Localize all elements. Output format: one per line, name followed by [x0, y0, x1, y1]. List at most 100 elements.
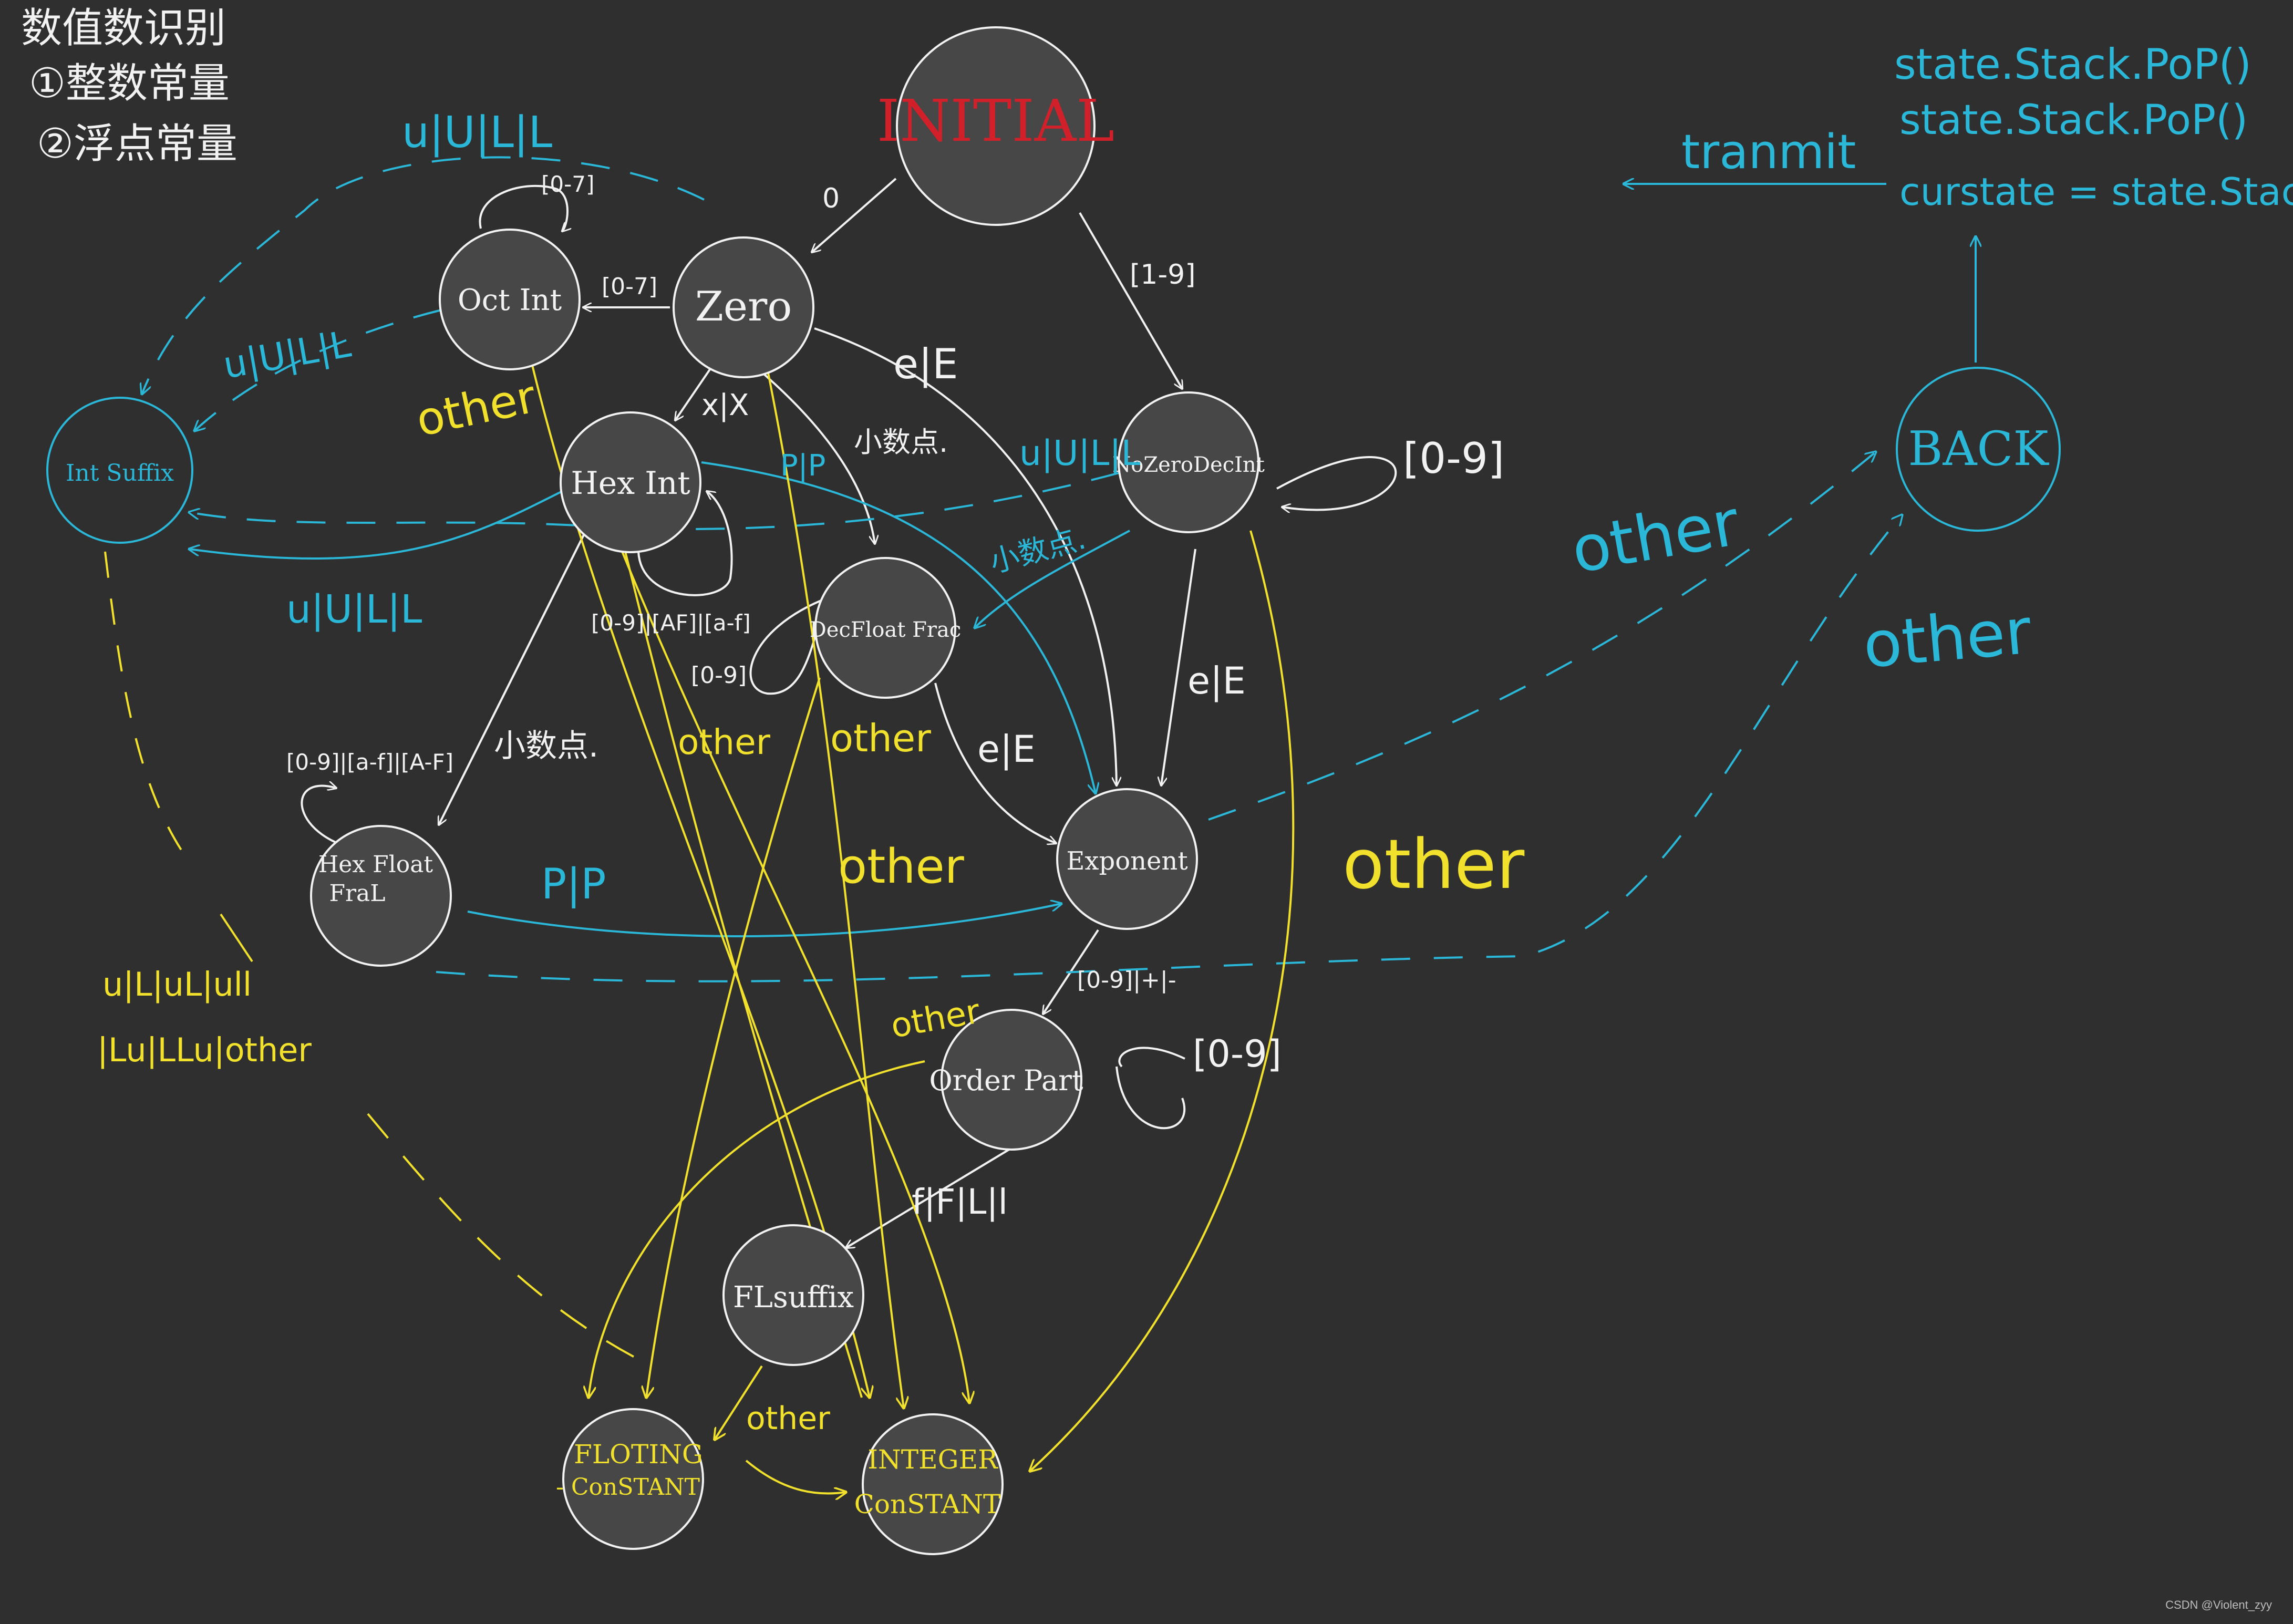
cyan-edges	[142, 156, 1976, 982]
notes-float: ②浮点常量	[37, 120, 237, 168]
label-other-back-1: other	[1566, 487, 1745, 588]
edge-zero-integer	[766, 367, 904, 1408]
integer-constant-label-2: ConSTANT	[854, 1489, 1001, 1519]
label-other-mid: other	[838, 839, 964, 894]
edge-suffix-tick	[220, 913, 253, 963]
stack-op-1: state.Stack.PoP()	[1894, 40, 2251, 89]
edge-hex-self	[637, 491, 733, 596]
label-nozero-dot: 小数点.	[986, 522, 1089, 580]
node-integer-constant[interactable]: INTEGER ConSTANT	[854, 1413, 1004, 1555]
hex-float-frac-circle	[310, 825, 452, 967]
notes-title: 数值数识别	[21, 5, 226, 52]
back-circle	[1896, 367, 2061, 532]
notes-integer: ①整数常量	[29, 60, 230, 107]
oct-int-circle	[439, 229, 581, 370]
edge-nozero-self	[1276, 456, 1397, 510]
label-nozero-self: [0-9]	[1403, 434, 1504, 483]
edge-hex-suffix	[189, 488, 568, 560]
label-dec-frac-self: [0-9]	[691, 662, 747, 689]
white-edge-labels: 0 [1-9] [0-7] [0-7] x|X e|E 小数点. [0-9] e…	[286, 171, 1504, 1222]
stack-op-2: state.Stack.PoP()	[1899, 97, 2248, 144]
label-zero-hex: x|X	[701, 388, 749, 422]
node-fl-suffix[interactable]: FLsuffix	[722, 1224, 864, 1366]
label-oct-self: [0-7]	[541, 171, 594, 197]
label-hex-digits: [0-9]|[AF]|[a-f]	[591, 610, 751, 636]
label-exp-order: [0-9]|+|-	[1077, 967, 1176, 994]
node-order-part[interactable]: Order Part	[929, 1009, 1083, 1151]
floating-constant-label-1: FLOTING	[574, 1439, 703, 1470]
initial-circle	[896, 26, 1096, 226]
edge-oct-suffix	[194, 309, 442, 431]
nozero-dec-int-label: NoZeroDecInt	[1112, 453, 1265, 477]
hex-float-frac-label-2: FraL	[329, 880, 385, 907]
edge-zero-decfrac	[756, 367, 875, 544]
node-hex-int[interactable]: Hex Int	[560, 411, 701, 553]
edge-decfrac-exponent	[934, 682, 1056, 843]
label-order-self: [0-9]	[1193, 1032, 1282, 1075]
node-zero[interactable]: Zero	[673, 236, 814, 378]
edge-hexfloat-exponent	[467, 904, 1061, 938]
int-suffix-circle	[46, 397, 193, 544]
node-exponent[interactable]: Exponent	[1056, 788, 1198, 930]
label-nozero-exp: e|E	[1187, 659, 1246, 702]
edge-nozero-integer	[1030, 530, 1295, 1471]
label-suffix-yellow-1: u|L|uL|ull	[102, 965, 252, 1004]
hex-int-label: Hex Int	[571, 465, 690, 502]
node-nozero-dec-int[interactable]: NoZeroDecInt	[1112, 391, 1265, 533]
edge-zero-hex	[675, 361, 716, 420]
floating-constant-label-2: - ConSTANT	[556, 1474, 700, 1501]
node-dec-float-frac[interactable]: DecFloat Frac	[810, 557, 962, 699]
int-suffix-label: Int Suffix	[66, 460, 174, 487]
initial-label: INITIAL	[877, 87, 1114, 154]
edge-hex-integer	[619, 546, 969, 1403]
label-hexfloat-pP: P|P	[541, 860, 606, 909]
dec-float-frac-circle	[814, 557, 956, 699]
nodes: INITIAL Zero Oct Int Hex Int Int Suffix …	[46, 26, 2061, 1555]
fl-suffix-circle	[722, 1224, 864, 1366]
back-label: BACK	[1908, 421, 2049, 477]
watermark: CSDN @Violent_zyy	[2165, 1598, 2272, 1611]
edge-initial-zero	[812, 178, 897, 252]
stack-op-3: curstate = state.Stack.peek()	[1899, 170, 2293, 214]
label-zero-dot: 小数点.	[854, 426, 948, 459]
node-oct-int[interactable]: Oct Int	[439, 229, 581, 370]
edge-decfrac-floating	[646, 677, 821, 1398]
node-int-suffix[interactable]: Int Suffix	[46, 397, 193, 544]
edge-floating-integer	[745, 1460, 846, 1494]
label-suffix-top: u|U|L|L	[402, 108, 553, 158]
white-edges	[301, 178, 1397, 1248]
nozero-dec-int-circle	[1118, 391, 1259, 533]
oct-int-label: Oct Int	[458, 283, 562, 317]
exponent-label: Exponent	[1066, 846, 1187, 876]
edge-suffix-down	[104, 551, 190, 863]
integer-constant-circle	[862, 1413, 1004, 1555]
node-initial[interactable]: INITIAL	[877, 26, 1114, 226]
label-suffix-oct: u|U|L|L	[220, 323, 354, 387]
edge-order-floating	[588, 1060, 925, 1398]
label-hexfloat-self: [0-9]|[a-f]|[A-F]	[286, 749, 453, 775]
edge-nozero-exponent	[1161, 549, 1196, 785]
label-hex-dot: 小数点.	[494, 728, 598, 764]
edge-hex-exponent	[701, 461, 1096, 793]
edge-zero-exponent	[814, 327, 1117, 785]
edge-decfrac-self	[749, 598, 825, 695]
transmit-label: tranmit	[1681, 125, 1856, 180]
order-part-label: Order Part	[929, 1064, 1083, 1097]
edge-exponent-back	[1208, 452, 1876, 821]
node-hex-float-frac[interactable]: Hex Float FraL	[310, 825, 452, 967]
zero-label: Zero	[695, 283, 792, 330]
zero-circle	[673, 236, 814, 378]
node-floating-constant[interactable]: FLOTING - ConSTANT	[556, 1408, 704, 1550]
floating-constant-circle	[562, 1408, 704, 1550]
label-suffix-yellow-2: |Lu|LLu|other	[97, 1031, 312, 1070]
exponent-circle	[1056, 788, 1198, 930]
label-other-back-2: other	[1860, 595, 2034, 682]
label-zero-exp: e|E	[893, 341, 958, 388]
edge-initial-nozero	[1079, 212, 1182, 389]
label-init-zero: 0	[822, 183, 840, 214]
label-order-suffix: f|F|L|l	[912, 1182, 1008, 1222]
node-back[interactable]: BACK	[1896, 367, 2061, 532]
label-other-fl: other	[746, 1400, 830, 1437]
